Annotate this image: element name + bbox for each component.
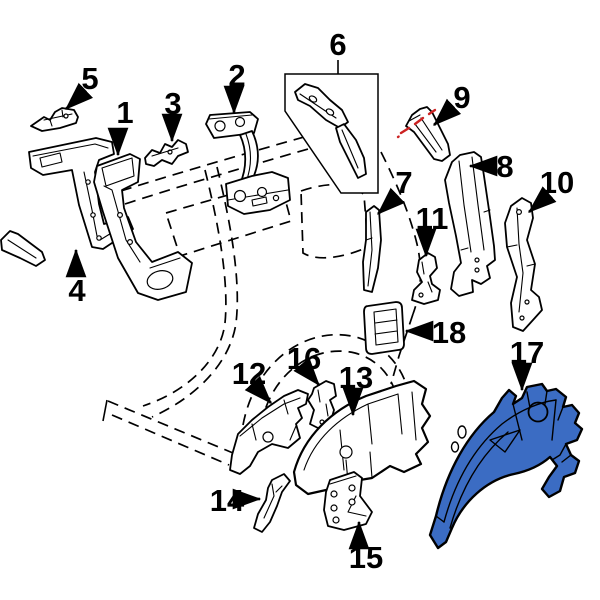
arrow-9	[433, 98, 462, 126]
part-label-1: 1	[116, 95, 133, 130]
part-label-18: 18	[432, 315, 466, 350]
part-17-highlighted-shape	[428, 382, 584, 550]
part-8-shape	[444, 151, 496, 297]
part-3-shape	[144, 139, 189, 167]
part-label-14: 14	[210, 483, 245, 518]
part-9-shape	[405, 106, 451, 162]
part-label-9: 9	[453, 80, 470, 115]
edge-sliver-panel	[0, 230, 46, 267]
part-label-2: 2	[228, 58, 245, 93]
part-12-shape	[229, 389, 309, 475]
arrow-7	[377, 187, 405, 215]
part-6-inset-box	[284, 73, 379, 194]
part-1-shape	[93, 153, 193, 301]
part-label-5: 5	[81, 61, 98, 96]
part-label-3: 3	[164, 86, 181, 121]
part-5-shape	[30, 107, 79, 132]
part-10-shape	[504, 197, 543, 332]
part-label-15: 15	[349, 540, 383, 575]
part-label-17: 17	[510, 335, 544, 370]
part-18-shape	[363, 301, 405, 355]
part-label-4: 4	[68, 273, 86, 308]
part-label-16: 16	[287, 341, 321, 376]
part-17-body	[428, 382, 584, 550]
part-11-shape	[411, 252, 441, 305]
part-label-12: 12	[232, 356, 266, 391]
part-7-shape	[362, 205, 382, 293]
callout-labels: 1 2 3 4 5 6 7 8 9 10 11 12 13 14 15 16 1…	[68, 27, 574, 575]
arrow-10	[528, 186, 557, 213]
part-label-10: 10	[540, 165, 574, 200]
part-17-hole	[527, 401, 549, 423]
part-13-shape	[292, 379, 432, 496]
part-label-6: 6	[329, 27, 346, 62]
part-label-7: 7	[395, 165, 412, 200]
part-14-shape	[253, 473, 291, 533]
callout-arrows	[65, 60, 557, 550]
part-2-shape	[205, 111, 291, 215]
arrow-16	[293, 357, 320, 386]
arrow-5	[65, 82, 94, 110]
part-label-8: 8	[496, 149, 513, 184]
part-label-11: 11	[416, 201, 449, 236]
part-label-13: 13	[339, 360, 373, 395]
arrow-12	[244, 375, 272, 404]
part-15-shape	[323, 471, 373, 531]
